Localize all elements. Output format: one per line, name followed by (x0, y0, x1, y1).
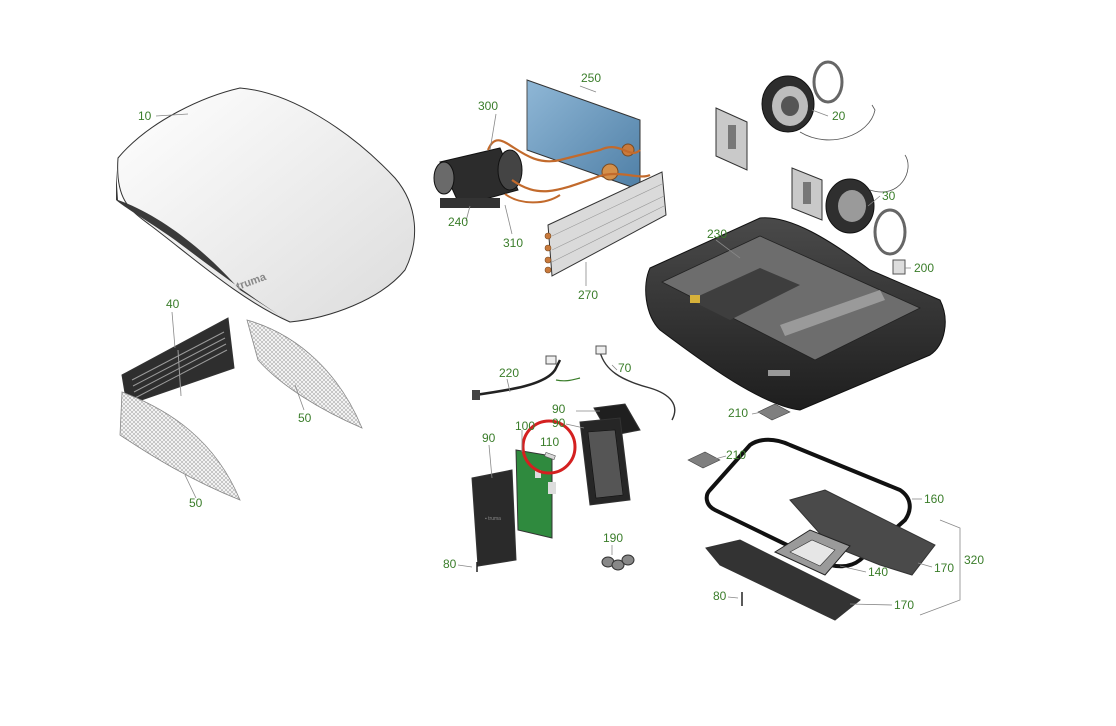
refrigerant-piping-part (486, 139, 651, 204)
callout-labels: 10 300 250 20 30 240 310 270 230 200 40 … (138, 71, 984, 612)
callout-90: 90 (482, 431, 496, 445)
sensor-cable-part (472, 355, 581, 400)
callout-50: 50 (189, 496, 203, 510)
callout-90: 90 (552, 416, 566, 430)
control-housing-part (579, 417, 631, 506)
kit-bracket (919, 519, 961, 616)
callout-80: 80 (713, 589, 727, 603)
callout-160: 160 (924, 492, 944, 506)
callout-310: 310 (503, 236, 523, 250)
callout-110: 110 (540, 435, 559, 449)
electronics-cover-part: ▪ truma (471, 469, 517, 567)
callout-80: 80 (443, 557, 457, 571)
control-pcb-part (515, 449, 556, 539)
fan-bracket-part (791, 167, 823, 221)
roof-seal-part (704, 437, 912, 569)
callout-50: 50 (298, 411, 312, 425)
fan-bracket-part (715, 107, 748, 171)
callout-100: 100 (515, 419, 535, 433)
callout-30: 30 (882, 189, 896, 203)
callout-170: 170 (894, 598, 914, 612)
gasket-pad-part (687, 451, 721, 469)
callout-90: 90 (552, 402, 566, 416)
callout-220: 220 (499, 366, 519, 380)
callout-70: 70 (618, 361, 632, 375)
roof-cover-part: truma (116, 87, 416, 323)
callout-250: 250 (581, 71, 601, 85)
callout-200: 200 (914, 261, 934, 275)
callout-240: 240 (448, 215, 468, 229)
duct-frame-part (773, 529, 851, 576)
blower-motor-part (761, 60, 876, 141)
drain-plug-part (892, 259, 906, 275)
filter-mat-part (246, 319, 363, 429)
callout-10: 10 (138, 109, 152, 123)
callout-190: 190 (603, 531, 623, 545)
callout-40: 40 (166, 297, 180, 311)
leader-lines (155, 85, 933, 606)
filter-mat-part (119, 391, 241, 501)
fuse-part (544, 452, 556, 460)
gasket-pad-part (757, 403, 791, 421)
callout-140: 140 (868, 565, 888, 579)
callout-270: 270 (578, 288, 598, 302)
callout-170: 170 (934, 561, 954, 575)
callout-230: 230 (707, 227, 727, 241)
highlight-circle (521, 419, 577, 475)
compressor-part (433, 147, 523, 208)
return-air-grille-part (121, 317, 235, 406)
callout-320: 320 (964, 553, 984, 567)
base-tray-part (645, 217, 946, 411)
condenser-coil-part (544, 171, 667, 277)
callout-300: 300 (478, 99, 498, 113)
wiring-harness-part (595, 345, 676, 421)
mounting-plate-part (705, 539, 861, 621)
callout-210: 210 (726, 448, 746, 462)
callout-20: 20 (832, 109, 846, 123)
rubber-feet-part (601, 554, 635, 571)
svg-text:▪ truma: ▪ truma (485, 516, 501, 522)
blower-wheel-part (825, 154, 909, 256)
callout-210: 210 (728, 406, 748, 420)
